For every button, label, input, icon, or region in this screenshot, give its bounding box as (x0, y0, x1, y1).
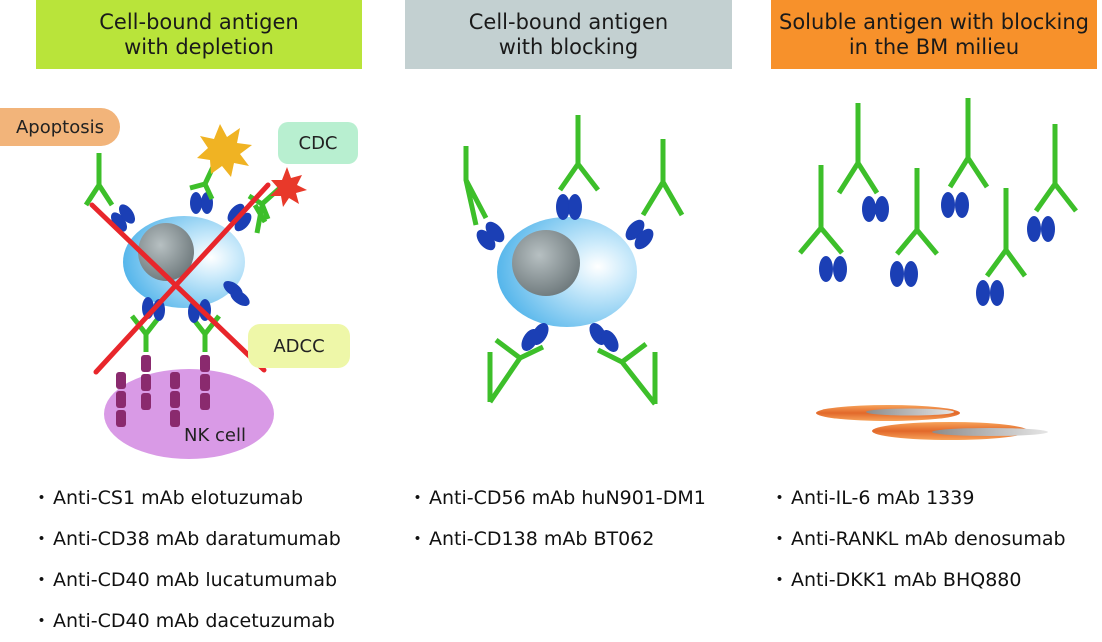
cdc-burst-large-icon (197, 124, 252, 177)
mechanism-diagram (83, 98, 1078, 459)
apoptosis-label: Apoptosis (0, 108, 120, 146)
header-depletion-line1: Cell-bound antigen (99, 9, 299, 34)
list-item: Anti-DKK1 mAb BHQ880 (770, 560, 1066, 601)
antibodies-blocking (463, 115, 685, 406)
antigens-blocking (476, 194, 654, 352)
list-item: Anti-CD56 mAb huN901-DM1 (408, 478, 706, 519)
nk-cell-label: NK cell (184, 424, 246, 446)
list-item: Anti-CD40 mAb dacetuzumab (32, 601, 341, 642)
blocking-panel-art (463, 115, 685, 406)
header-blocking-line2: with blocking (498, 34, 639, 59)
depletion-list: Anti-CS1 mAb elotuzumab Anti-CD38 mAb da… (32, 478, 341, 642)
header-blocking-line1: Cell-bound antigen (468, 9, 669, 34)
blocking-list: Anti-CD56 mAb huN901-DM1 Anti-CD138 mAb … (408, 478, 706, 560)
nk-receptors (116, 355, 210, 427)
list-item: Anti-CD38 mAb daratumumab (32, 519, 341, 560)
soluble-panel-art (798, 98, 1078, 440)
list-item: Anti-IL-6 mAb 1339 (770, 478, 1066, 519)
bone-cells (816, 405, 1048, 440)
header-depletion-line2: with depletion (124, 34, 274, 59)
list-item: Anti-RANKL mAb denosumab (770, 519, 1066, 560)
nk-cell-body (104, 369, 274, 459)
header-soluble-line2: in the BM milieu (848, 34, 1020, 59)
list-item: Anti-CD138 mAb BT062 (408, 519, 706, 560)
soluble-list: Anti-IL-6 mAb 1339 Anti-RANKL mAb denosu… (770, 478, 1066, 601)
list-item: Anti-CD40 mAb lucatumumab (32, 560, 341, 601)
header-depletion: Cell-bound antigen with depletion (36, 0, 362, 69)
target-nucleus-depletion (138, 223, 194, 281)
cdc-label: CDC (278, 122, 358, 164)
free-antibodies (798, 98, 1078, 278)
soluble-antigens (819, 192, 1055, 306)
adcc-label: ADCC (248, 324, 350, 368)
target-nucleus-blocking (512, 230, 580, 296)
cdc-burst-small-icon (270, 167, 307, 207)
header-soluble-line1: Soluble antigen with blocking (779, 9, 1089, 34)
list-item: Anti-CS1 mAb elotuzumab (32, 478, 341, 519)
depletion-panel-art (83, 124, 307, 459)
header-soluble: Soluble antigen with blocking in the BM … (771, 0, 1097, 69)
depletion-cross-icon (89, 182, 271, 375)
header-blocking: Cell-bound antigen with blocking (405, 0, 732, 69)
